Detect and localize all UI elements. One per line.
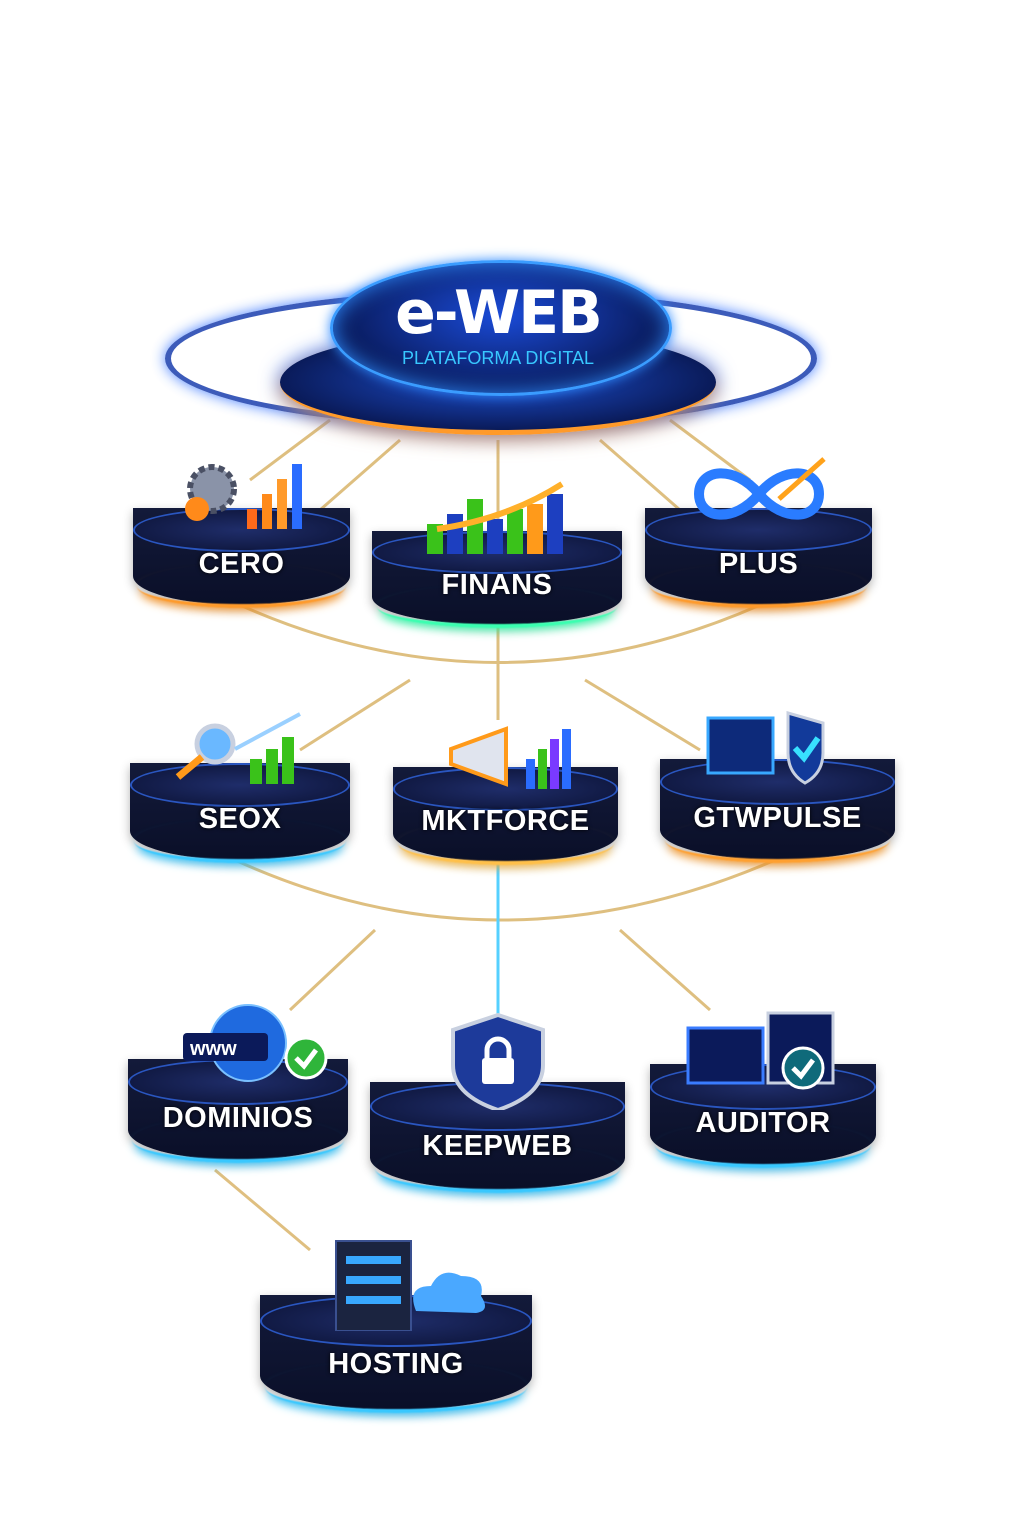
pedestal-glow (654, 1122, 872, 1168)
node-plus[interactable]: PLUS (645, 456, 872, 608)
pedestal-glow (375, 1144, 620, 1193)
magnifier-chart-icon (175, 712, 301, 784)
pedestal-glow (664, 817, 891, 863)
shield-check-dashboard-icon (706, 711, 824, 785)
node-label: AUDITOR (695, 1106, 831, 1139)
hub-subtitle: PLATAFORMA DIGITAL (401, 348, 595, 368)
gear-chart-icon (184, 463, 302, 529)
node-cero[interactable]: CERO (133, 463, 350, 608)
pedestal-glow (377, 585, 617, 628)
node-dominios[interactable]: www DOMINIOS (128, 1004, 348, 1163)
monitor-check-icon (686, 1011, 835, 1090)
server-cloud-icon (335, 1239, 485, 1331)
node-mktforce[interactable]: MKTFORCE (393, 726, 618, 865)
pedestal-glow (132, 1117, 344, 1163)
node-label: FINANS (441, 568, 553, 601)
pedestal-glow (397, 821, 614, 865)
node-label: PLUS (718, 547, 799, 580)
pedestal-glow (137, 564, 346, 608)
svg-text:www: www (189, 1038, 237, 1060)
node-label: SEOX (198, 802, 282, 835)
www-globe-check-icon: www (183, 1004, 328, 1083)
node-hosting[interactable]: HOSTING (260, 1239, 532, 1413)
hub-eweb[interactable]: e-WEB PLATAFORMA DIGITAL (165, 250, 817, 450)
pedestal-glow (134, 819, 346, 863)
hub-top-disk (330, 260, 672, 396)
pedestal-glow (265, 1361, 527, 1413)
pedestal-top (133, 507, 350, 553)
pedestal-top (645, 507, 872, 553)
node-label: MKTFORCE (421, 805, 590, 838)
node-label: GTWPULSE (693, 801, 862, 834)
pedestal-top (660, 759, 895, 806)
node-keepweb[interactable]: KEEPWEB (370, 1012, 625, 1193)
hub-title: e-WEB (395, 278, 603, 348)
node-label: HOSTING (328, 1348, 464, 1381)
node-label: CERO (198, 547, 285, 580)
node-finans[interactable]: FINANS (372, 481, 622, 628)
node-gtwpulse[interactable]: GTWPULSE (660, 711, 895, 863)
node-auditor[interactable]: AUDITOR (650, 1011, 876, 1168)
megaphone-chart-icon (448, 726, 571, 790)
infinity-arrow-icon (693, 456, 826, 520)
node-label: KEEPWEB (422, 1130, 573, 1162)
node-seox[interactable]: SEOX (130, 712, 350, 863)
bar-chart-growth-icon (427, 481, 564, 555)
node-label: DOMINIOS (162, 1101, 314, 1134)
lock-shield-icon (450, 1012, 545, 1110)
pedestal-top (130, 762, 350, 808)
pedestal-glow (649, 564, 868, 608)
